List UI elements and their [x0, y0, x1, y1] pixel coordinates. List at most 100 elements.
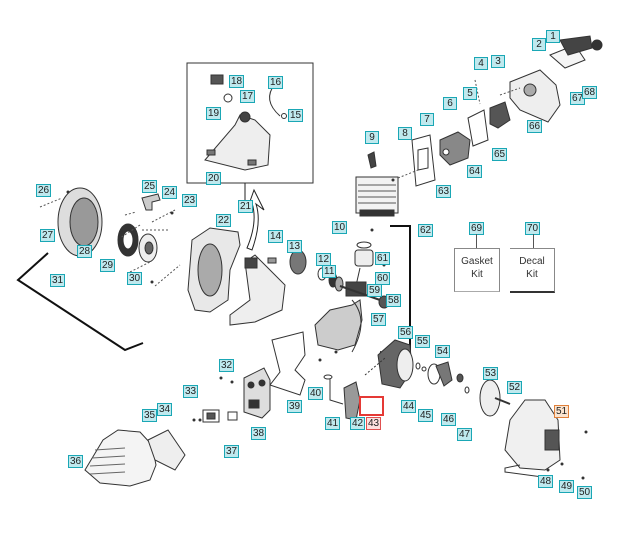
part-label-21[interactable]: 21	[238, 200, 254, 213]
part-label-30[interactable]: 30	[127, 272, 143, 285]
part-label-19[interactable]: 19	[206, 107, 222, 120]
part-label-64[interactable]: 64	[467, 165, 483, 178]
air-cover-part	[509, 69, 561, 123]
selected-part-highlight[interactable]	[359, 396, 384, 416]
decal-kit-line1: Decal	[519, 256, 545, 267]
part-label-12[interactable]: 12	[316, 253, 332, 266]
tank-body-part	[204, 114, 271, 171]
gear-bracket-part	[544, 429, 560, 451]
part-label-17[interactable]: 17	[240, 90, 256, 103]
part-label-11[interactable]: 11	[322, 265, 337, 278]
part-label-4[interactable]: 4	[474, 57, 488, 70]
piston-part	[354, 249, 374, 267]
part-label-27[interactable]: 27	[40, 229, 56, 242]
part-label-38[interactable]: 38	[251, 427, 267, 440]
part-label-49[interactable]: 49	[559, 480, 575, 493]
part-label-41[interactable]: 41	[325, 417, 341, 430]
part-label-3[interactable]: 3	[491, 55, 505, 68]
part-label-2[interactable]: 2	[532, 38, 546, 51]
part-label-68[interactable]: 68	[582, 86, 598, 99]
carburetor-part	[439, 131, 471, 166]
part-label-33[interactable]: 33	[183, 385, 199, 398]
spark-plug-part	[367, 151, 377, 169]
part-label-58[interactable]: 58	[386, 294, 402, 307]
part-label-52[interactable]: 52	[507, 381, 523, 394]
part-label-37[interactable]: 37	[224, 445, 240, 458]
part-label-1[interactable]: 1	[546, 30, 560, 43]
part-label-13[interactable]: 13	[287, 240, 303, 253]
part-label-31[interactable]: 31	[50, 274, 66, 287]
part-label-66[interactable]: 66	[527, 120, 543, 133]
part-label-59[interactable]: 59	[367, 284, 383, 297]
part-label-18[interactable]: 18	[229, 75, 245, 88]
washer-44-part	[415, 362, 421, 370]
part-label-57[interactable]: 57	[371, 313, 387, 326]
ground-wire-part	[325, 377, 344, 405]
switch-clip-part	[267, 257, 277, 264]
part-label-60[interactable]: 60	[375, 272, 391, 285]
part-label-26[interactable]: 26	[36, 184, 52, 197]
part-label-50[interactable]: 50	[577, 486, 593, 499]
part-label-32[interactable]: 32	[219, 359, 235, 372]
part-label-28[interactable]: 28	[77, 245, 93, 258]
starter-handle-part	[141, 193, 161, 211]
part-label-51[interactable]: 51	[554, 405, 570, 418]
fuel-cap-part	[210, 74, 224, 85]
part-label-70[interactable]: 70	[525, 222, 541, 235]
decal-kit-box[interactable]: Decal Kit	[510, 248, 555, 293]
decal-kit-label: Decal Kit	[510, 255, 554, 281]
part-label-8[interactable]: 8	[398, 127, 412, 140]
gasket-kit-box[interactable]: Gasket Kit	[454, 248, 500, 292]
part-label-24[interactable]: 24	[162, 186, 178, 199]
gasket-5-part	[467, 109, 489, 147]
part-label-7[interactable]: 7	[420, 113, 434, 126]
air-guide-part	[147, 429, 186, 471]
crankcase-part	[314, 299, 363, 351]
part-label-53[interactable]: 53	[483, 367, 499, 380]
part-label-10[interactable]: 10	[332, 221, 348, 234]
part-label-61[interactable]: 61	[375, 252, 391, 265]
part-label-54[interactable]: 54	[435, 345, 451, 358]
part-label-48[interactable]: 48	[538, 475, 554, 488]
part-label-20[interactable]: 20	[206, 172, 222, 185]
part-label-44[interactable]: 44	[401, 400, 417, 413]
gasket-kit-line1: Gasket	[461, 256, 493, 267]
part-label-34[interactable]: 34	[157, 403, 173, 416]
arrow-icon	[246, 188, 265, 251]
part-label-5[interactable]: 5	[463, 87, 477, 100]
part-label-16[interactable]: 16	[268, 76, 284, 89]
part-label-45[interactable]: 45	[418, 409, 434, 422]
part-label-43-selected[interactable]: 43	[366, 417, 382, 430]
switch-part	[289, 249, 307, 275]
tank-mount-part	[206, 149, 216, 156]
part-label-56[interactable]: 56	[398, 326, 414, 339]
part-label-63[interactable]: 63	[436, 185, 452, 198]
part-label-47[interactable]: 47	[457, 428, 473, 441]
air-filter-base-part	[489, 101, 511, 129]
heat-shield-part	[269, 331, 306, 396]
clutch-part	[435, 361, 453, 387]
part-label-9[interactable]: 9	[365, 131, 379, 144]
part-label-22[interactable]: 22	[216, 214, 232, 227]
part-label-29[interactable]: 29	[100, 259, 116, 272]
part-label-42[interactable]: 42	[350, 417, 366, 430]
bracket-line-31	[16, 252, 144, 352]
part-label-36[interactable]: 36	[68, 455, 84, 468]
part-label-35[interactable]: 35	[142, 409, 158, 422]
part-label-14[interactable]: 14	[268, 230, 284, 243]
part-label-40[interactable]: 40	[308, 387, 324, 400]
part-label-46[interactable]: 46	[441, 413, 457, 426]
part-label-23[interactable]: 23	[182, 194, 198, 207]
part-label-25[interactable]: 25	[142, 180, 158, 193]
part-label-62[interactable]: 62	[418, 224, 434, 237]
part-label-39[interactable]: 39	[287, 400, 303, 413]
part-label-55[interactable]: 55	[415, 335, 431, 348]
part-label-65[interactable]: 65	[492, 148, 508, 161]
part-label-6[interactable]: 6	[443, 97, 457, 110]
fuel-tank-inset-box	[186, 62, 314, 184]
leader-70	[533, 234, 534, 248]
knob-part	[591, 39, 603, 51]
clutch-drum-part	[479, 379, 501, 417]
part-label-15[interactable]: 15	[288, 109, 304, 122]
